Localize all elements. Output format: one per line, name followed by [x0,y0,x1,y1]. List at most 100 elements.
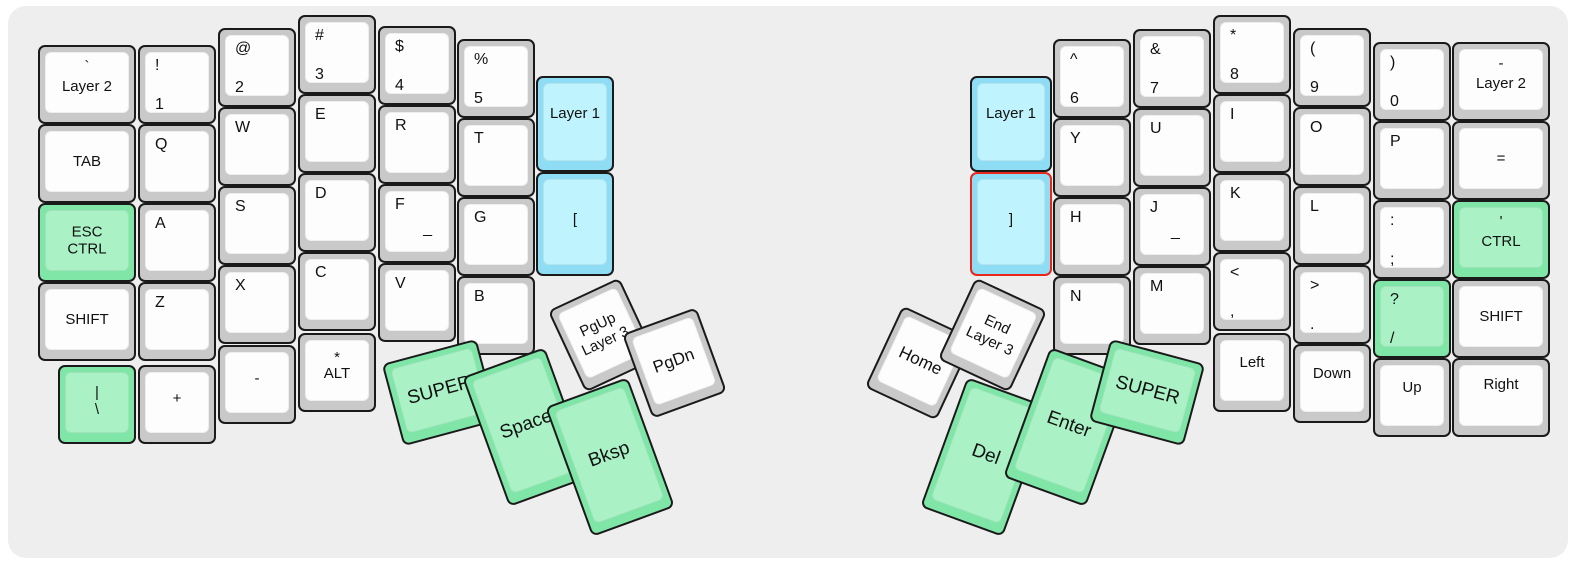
keycap: W [225,114,289,175]
key-top-legend: ` [84,58,90,75]
key-top-legend: # [315,27,324,44]
key-right-i[interactable]: I [1213,94,1291,173]
keycap: Left [1220,340,1284,401]
key-main-legend: [ [572,211,578,229]
key-main-legend: B [474,288,485,305]
keycap: Right [1459,365,1543,426]
keycap: A [145,210,209,271]
keycap: C [305,259,369,320]
key-right-h[interactable]: H [1053,197,1131,276]
key-left-pipe-backslash[interactable]: | \ [58,365,136,444]
key-right-equals[interactable]: = [1452,121,1550,200]
key-right-m[interactable]: M [1133,266,1211,345]
key-left-d[interactable]: D [298,173,376,252]
keycap: SHIFT [45,289,129,350]
key-right-up-arrow[interactable]: Up [1373,358,1451,437]
key-main-legend: SHIFT [65,310,109,328]
keycap: M [1140,273,1204,334]
key-right-6[interactable]: ^ 6 [1053,39,1131,118]
key-main-legend: - [254,370,260,387]
key-main-legend: R [395,117,407,134]
key-right-8[interactable]: * 8 [1213,15,1291,94]
key-left-plus[interactable]: + [138,365,216,444]
key-main-legend: 0 [1390,93,1399,110]
key-right-bracket-selected[interactable]: ] [970,172,1052,276]
key-right-semicolon[interactable]: : ; [1373,200,1451,279]
key-right-layer2[interactable]: - Layer 2 [1452,42,1550,121]
keycap: % 5 [464,46,528,107]
key-left-4[interactable]: $ 4 [378,26,456,105]
key-left-z[interactable]: Z [138,282,216,361]
key-right-down-arrow[interactable]: Down [1293,344,1371,423]
key-left-minus[interactable]: - [218,345,296,424]
key-right-7[interactable]: & 7 [1133,29,1211,108]
key-right-comma[interactable]: < , [1213,252,1291,331]
key-right-u[interactable]: U [1133,108,1211,187]
key-left-layer1[interactable]: Layer 1 [536,76,614,172]
key-right-9[interactable]: ( 9 [1293,28,1371,107]
key-right-period[interactable]: > . [1293,265,1371,344]
key-left-q[interactable]: Q [138,124,216,203]
key-left-esc-ctrl[interactable]: ESC CTRL [38,203,136,282]
key-left-layer2[interactable]: ` Layer 2 [38,45,136,124]
keycap: D [305,180,369,241]
key-right-y[interactable]: Y [1053,118,1131,197]
key-right-ctrl[interactable]: ' CTRL [1452,200,1550,279]
key-top-legend: * [334,349,340,366]
keycap: ? / [1380,286,1444,347]
keycap: [ [543,179,607,265]
key-right-l[interactable]: L [1293,186,1371,265]
key-left-tab[interactable]: TAB [38,124,136,203]
keycap: ! 1 [145,52,209,113]
key-left-a[interactable]: A [138,203,216,282]
key-top-legend: | [95,384,99,401]
key-right-0[interactable]: ) 0 [1373,42,1451,121]
key-left-2[interactable]: @ 2 [218,28,296,107]
key-left-r[interactable]: R [378,105,456,184]
keycap: B [464,283,528,344]
keycap: Z [145,289,209,350]
keycap: U [1140,115,1204,176]
key-right-j[interactable]: J _ [1133,187,1211,266]
key-left-5[interactable]: % 5 [457,39,535,118]
key-left-3[interactable]: # 3 [298,15,376,94]
key-right-k[interactable]: K [1213,173,1291,252]
key-main-legend: S [235,198,246,215]
key-main-legend: M [1150,278,1164,295]
key-left-x[interactable]: X [218,265,296,344]
key-main-legend: Y [1070,130,1081,147]
keycap: I [1220,101,1284,162]
key-main-legend: / [1390,330,1395,347]
key-right-o[interactable]: O [1293,107,1371,186]
key-left-f[interactable]: F _ [378,184,456,263]
key-left-g[interactable]: G [457,197,535,276]
key-main-legend: N [1070,288,1082,305]
key-main-legend: P [1390,133,1401,150]
keycap: Q [145,131,209,192]
keycap: H [1060,204,1124,265]
key-main-legend: 4 [395,77,404,94]
key-left-v[interactable]: V [378,263,456,342]
key-main-legend: Layer 2 [1475,75,1527,93]
key-right-right-arrow[interactable]: Right [1452,358,1550,437]
keycap: Y [1060,125,1124,186]
key-left-1[interactable]: ! 1 [138,45,216,124]
key-left-bracket[interactable]: [ [536,172,614,276]
key-main-legend: 1 [155,96,164,113]
key-left-alt[interactable]: * ALT [298,333,376,412]
key-left-t[interactable]: T [457,118,535,197]
key-right-slash[interactable]: ? / [1373,279,1451,358]
key-main-legend: Q [155,136,168,153]
key-right-left-arrow[interactable]: Left [1213,333,1291,412]
key-left-c[interactable]: C [298,252,376,331]
keycap: Layer 1 [977,83,1045,161]
key-main-legend: G [474,209,487,226]
key-left-b[interactable]: B [457,276,535,355]
key-right-layer1[interactable]: Layer 1 [970,76,1052,172]
key-left-w[interactable]: W [218,107,296,186]
key-left-e[interactable]: E [298,94,376,173]
key-right-p[interactable]: P [1373,121,1451,200]
key-left-shift[interactable]: SHIFT [38,282,136,361]
key-left-s[interactable]: S [218,186,296,265]
key-right-shift[interactable]: SHIFT [1452,279,1550,358]
